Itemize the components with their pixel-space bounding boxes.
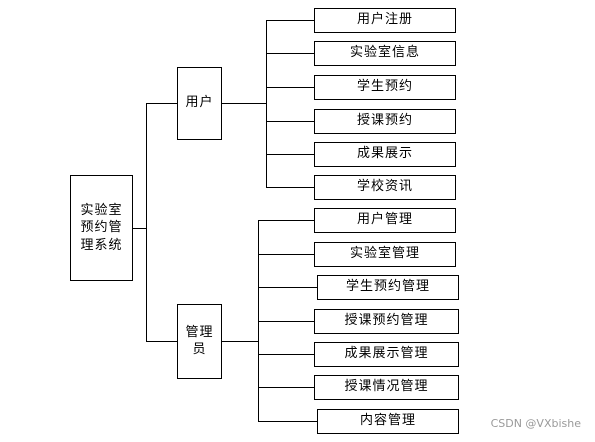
- admin-child-teaching-booking-mgmt: 授课预约管理: [314, 309, 459, 334]
- branch-admin-line-2: 员: [192, 341, 207, 357]
- root-label-line-3: 理系统: [80, 237, 123, 253]
- user-child-register-label: 用户注册: [356, 12, 413, 28]
- connector-user-out: [222, 103, 266, 104]
- admin-child-student-booking-mgmt-label: 学生预约管理: [345, 279, 430, 295]
- connector-root-out: [133, 228, 146, 229]
- user-child-achievements-label: 成果展示: [356, 146, 413, 162]
- admin-child-teaching-status-mgmt-label: 授课情况管理: [344, 379, 429, 395]
- connector-admin-child-4: [258, 321, 314, 322]
- connector-admin-child-2: [258, 254, 314, 255]
- user-child-achievements: 成果展示: [314, 142, 456, 167]
- user-child-lab-info: 实验室信息: [314, 41, 456, 66]
- user-child-school-news: 学校资讯: [314, 175, 456, 200]
- branch-user-line-1: 用户: [185, 95, 214, 111]
- admin-child-user-mgmt-label: 用户管理: [356, 212, 413, 228]
- connector-user-child-2: [266, 53, 314, 54]
- admin-child-teaching-booking-mgmt-label: 授课预约管理: [344, 313, 429, 329]
- connector-user-child-5: [266, 154, 314, 155]
- connector-to-admin: [146, 341, 177, 342]
- user-child-student-booking: 学生预约: [314, 75, 456, 100]
- root-label-line-1: 实验室: [80, 202, 123, 218]
- watermark-text: CSDN @VXbishe: [490, 417, 581, 430]
- admin-child-teaching-status-mgmt: 授课情况管理: [314, 375, 459, 400]
- root-node-label: 实验室 预约管 理系统: [80, 202, 122, 255]
- connector-admin-child-1: [258, 220, 314, 221]
- connector-admin-child-7: [258, 421, 317, 422]
- connector-user-child-4: [266, 121, 314, 122]
- user-child-teaching-booking: 授课预约: [314, 109, 456, 134]
- connector-admin-child-6: [258, 387, 314, 388]
- connector-root-spine: [146, 103, 147, 341]
- connector-to-user: [146, 103, 177, 104]
- branch-admin-label: 管理 员: [185, 325, 213, 358]
- connector-user-spine: [266, 20, 267, 187]
- connector-user-child-3: [266, 87, 314, 88]
- user-child-school-news-label: 学校资讯: [356, 179, 413, 195]
- root-node: 实验室 预约管 理系统: [70, 175, 133, 281]
- admin-child-achievements-mgmt-label: 成果展示管理: [344, 346, 429, 362]
- connector-user-child-1: [266, 20, 314, 21]
- admin-child-user-mgmt: 用户管理: [314, 208, 456, 233]
- admin-child-student-booking-mgmt: 学生预约管理: [317, 275, 459, 300]
- root-label-line-2: 预约管: [80, 220, 123, 236]
- user-child-register: 用户注册: [314, 8, 456, 33]
- user-child-student-booking-label: 学生预约: [356, 79, 413, 95]
- admin-child-achievements-mgmt: 成果展示管理: [314, 342, 459, 367]
- user-child-teaching-booking-label: 授课预约: [356, 113, 413, 129]
- branch-node-user: 用户: [177, 67, 222, 140]
- connector-admin-child-3: [258, 287, 317, 288]
- admin-child-lab-mgmt-label: 实验室管理: [349, 246, 420, 262]
- connector-admin-spine: [258, 220, 259, 421]
- admin-child-lab-mgmt: 实验室管理: [314, 242, 456, 267]
- admin-child-content-mgmt: 内容管理: [317, 409, 459, 434]
- branch-user-label: 用户: [185, 95, 213, 111]
- connector-admin-out: [222, 341, 258, 342]
- branch-node-admin: 管理 员: [177, 304, 222, 379]
- connector-user-child-6: [266, 187, 314, 188]
- branch-admin-line-1: 管理: [185, 325, 214, 341]
- admin-child-content-mgmt-label: 内容管理: [359, 413, 416, 429]
- user-child-lab-info-label: 实验室信息: [349, 45, 420, 61]
- connector-admin-child-5: [258, 354, 314, 355]
